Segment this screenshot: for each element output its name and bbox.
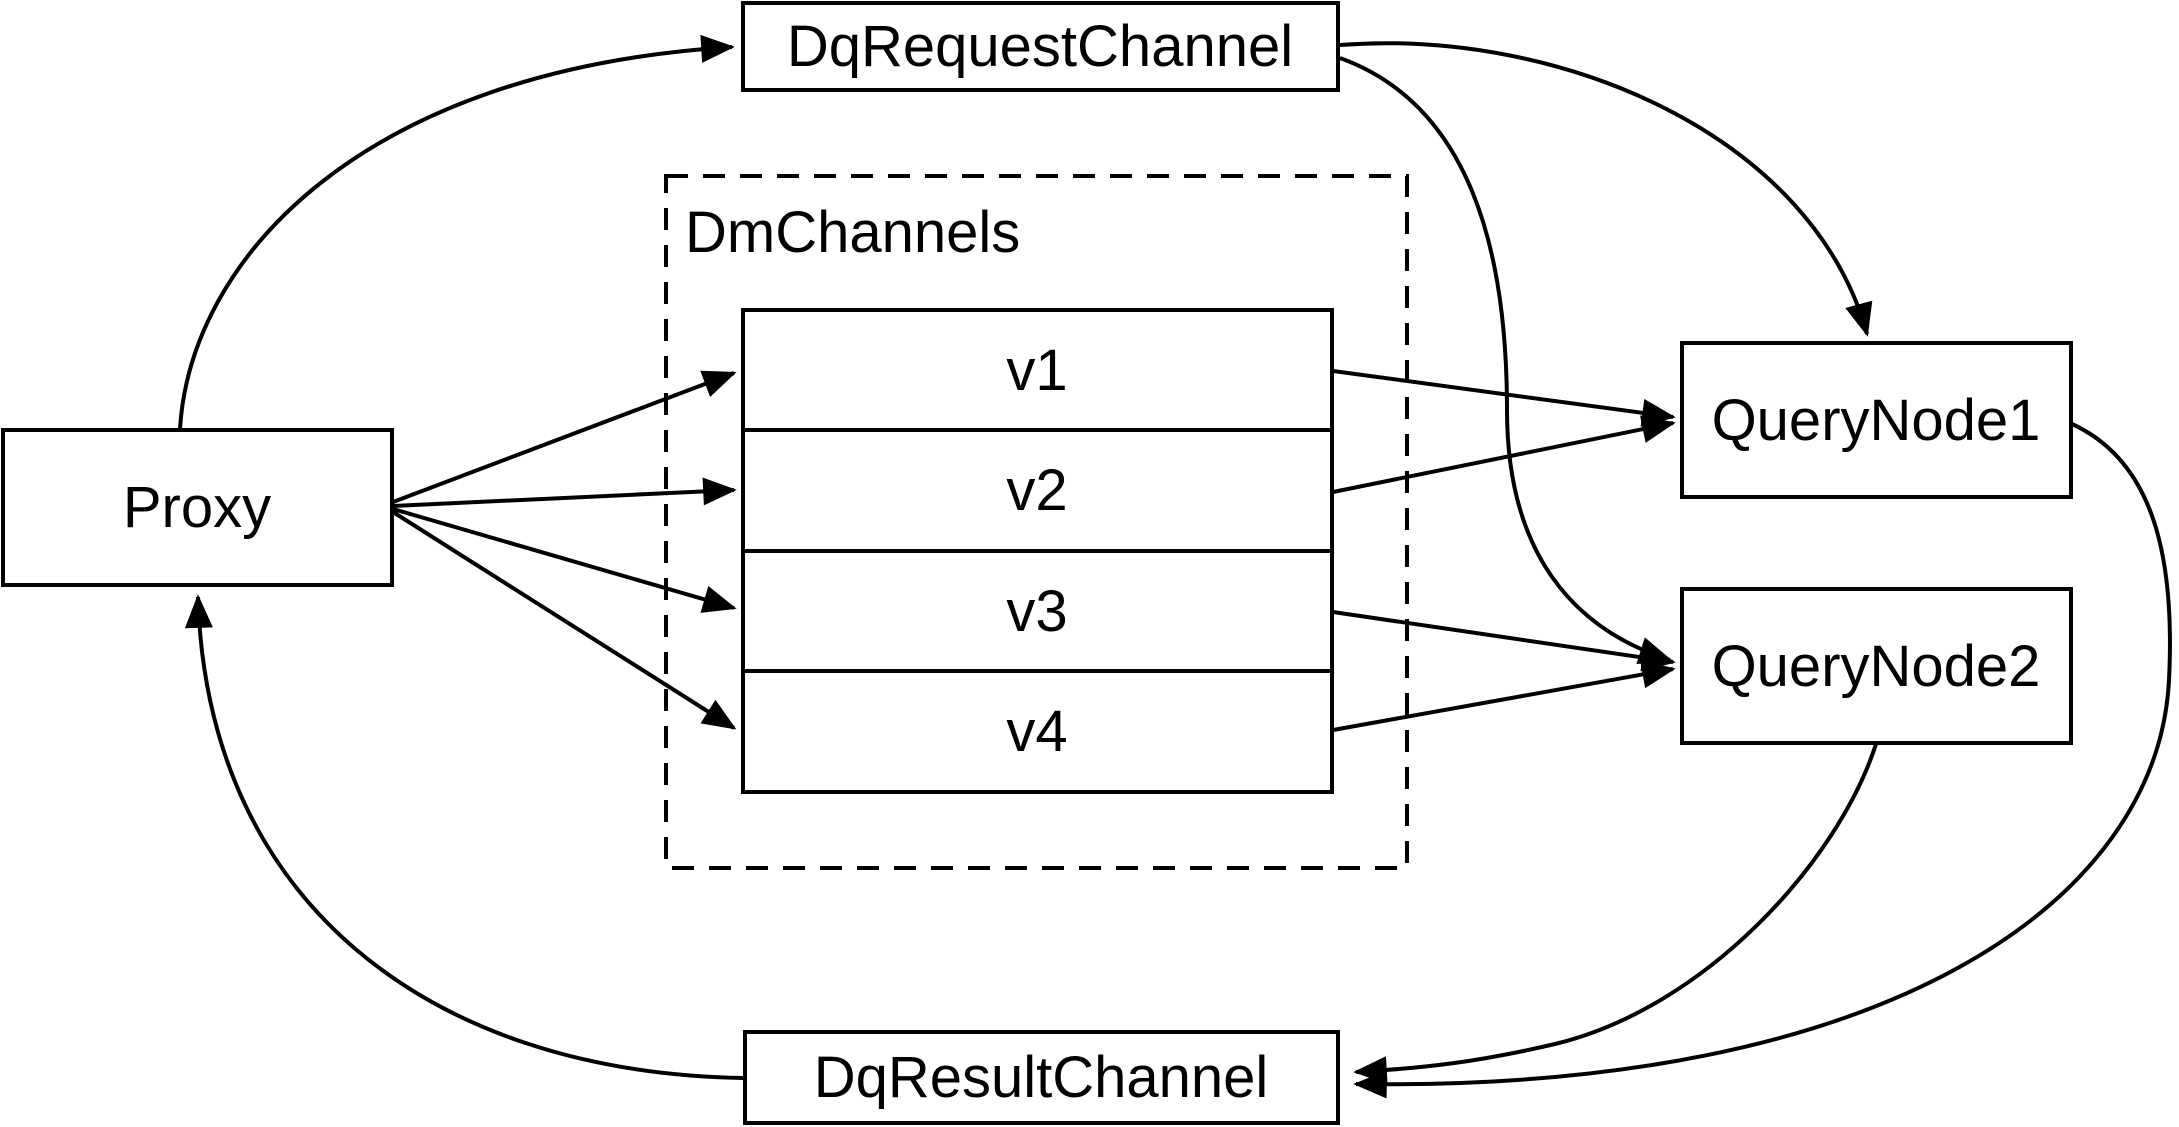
edge-v2-to-querynode1 [1332,415,1676,494]
query-node-1-label: QueryNode1 [1712,388,2041,453]
edge-querynode2-to-dqresultchannel [1353,743,1878,1085]
edge-dqrequestchannel-to-querynode2 [1339,56,1673,665]
query-node-2-label: QueryNode2 [1712,634,2041,699]
edge-v1-to-querynode1 [1332,369,1676,427]
edge-v3-to-querynode2 [1332,610,1676,672]
dq-result-channel-node [743,1030,1340,1125]
edge-proxy-to-dqrequestchannel [178,34,735,430]
edge-proxy-to-v2 [392,477,737,508]
edge-proxy-to-v3 [392,507,737,613]
edge-proxy-to-v1 [392,370,737,504]
v3-label: v3 [1006,579,1067,644]
dm-channels-group-label: DmChannels [685,200,1020,265]
dm-channels-group-box [664,174,1409,870]
dq-request-channel-node [741,1,1340,92]
edge-dqrequestchannel-to-querynode1 [1339,41,1873,337]
dq-request-channel-label: DqRequestChannel [787,14,1293,79]
dq-result-channel-label: DqResultChannel [814,1045,1269,1110]
v4-label: v4 [1006,699,1067,764]
v2-label: v2 [1006,458,1067,523]
query-node-2-node [1680,587,2073,745]
proxy-node [1,428,394,587]
proxy-label: Proxy [123,475,271,540]
v2-node [741,428,1334,553]
edge-v4-to-querynode2 [1332,660,1676,732]
edge-proxy-to-v4 [391,510,737,730]
edge-dqresultchannel-to-proxy [184,594,745,1080]
edge-querynode1-to-dqresultchannel [1353,422,2172,1099]
v4-node [741,669,1334,794]
v1-label: v1 [1006,338,1067,403]
v3-node [741,549,1334,673]
query-node-1-node [1680,341,2073,499]
